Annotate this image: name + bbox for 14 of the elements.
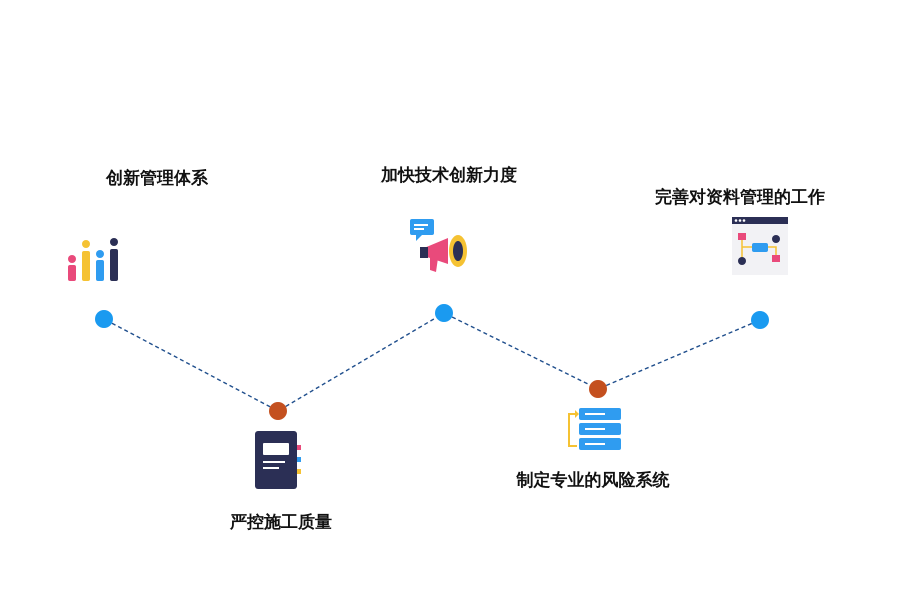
caption-text: 制定专业的风险系统 (516, 470, 670, 492)
dashed-connector (606, 322, 752, 386)
caption-text: 加快技术创新力度 (381, 164, 517, 186)
dashed-connector (285, 316, 437, 408)
caption-text: 创新管理体系 (106, 168, 208, 190)
dot (269, 402, 287, 420)
caption-text: 严控施工质量 (230, 512, 332, 534)
dot (751, 311, 769, 329)
dashed-connector (452, 316, 590, 386)
caption-text: 完善对资料管理的工作 (655, 186, 825, 208)
dot (589, 380, 607, 398)
dashed-connector (112, 322, 270, 408)
dot (435, 304, 453, 322)
dot (95, 310, 113, 328)
